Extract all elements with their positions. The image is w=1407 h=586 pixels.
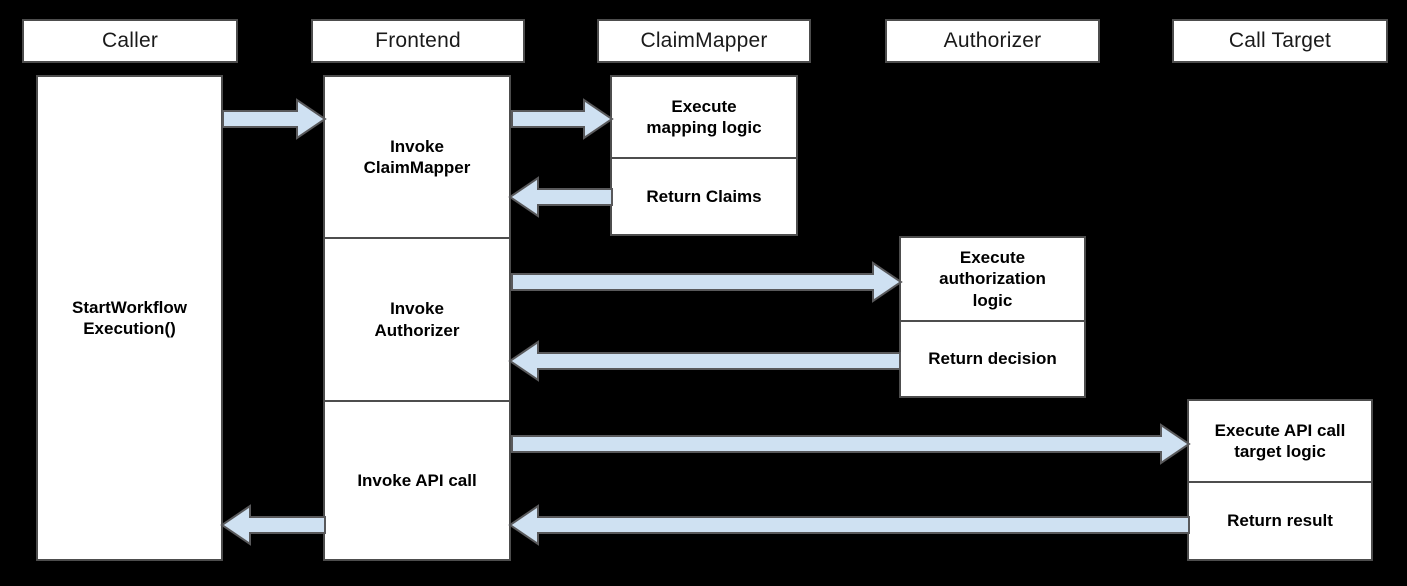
participant-header-claimmapper[interactable]: ClaimMapper [597,19,811,63]
message-arrow-frontend-to-calltarget[interactable] [511,423,1191,465]
participant-label: Frontend [375,29,461,52]
message-arrow-claimmapper-to-frontend[interactable] [508,176,613,218]
participant-label: Call Target [1228,29,1332,52]
message-arrow-frontend-to-claimmapper[interactable] [511,98,614,140]
participant-header-frontend[interactable]: Frontend [311,19,525,63]
lifeline-cell-return-result: Return result [1189,481,1371,559]
participant-header-authorizer[interactable]: Authorizer [885,19,1100,63]
message-arrow-authorizer-to-frontend[interactable] [508,340,901,382]
lifeline-cell-return-claims: Return Claims [612,157,796,234]
participant-header-calltarget[interactable]: Call Target [1172,19,1388,63]
participant-label: Caller [101,29,159,52]
participant-label: Authorizer [943,29,1042,52]
lifeline-cell-return-decision: Return decision [901,320,1084,396]
message-arrow-caller-to-frontend[interactable] [222,98,327,140]
message-arrow-frontend-to-caller[interactable] [220,504,326,546]
lifeline-cell-invoke-api-call: Invoke API call [325,400,509,559]
message-arrow-frontend-to-authorizer[interactable] [511,261,903,303]
participant-label: ClaimMapper [640,29,768,52]
message-arrow-calltarget-to-frontend[interactable] [508,504,1190,546]
participant-header-caller[interactable]: Caller [22,19,238,63]
